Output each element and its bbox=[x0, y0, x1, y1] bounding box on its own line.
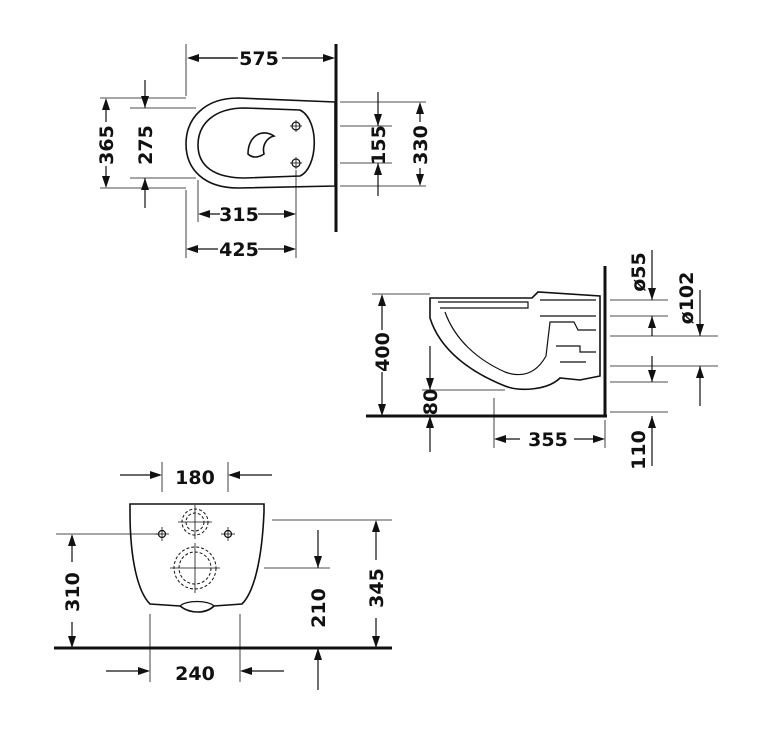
dim-345-label: 345 bbox=[366, 568, 388, 608]
dim-425-label: 425 bbox=[219, 239, 259, 261]
dim-240-label: 240 bbox=[175, 663, 215, 685]
dim-575-label: 575 bbox=[239, 48, 279, 70]
front-view: 180 310 210 345 240 bbox=[54, 462, 392, 690]
dim-330-label: 330 bbox=[410, 125, 432, 165]
dim-355-label: 355 bbox=[528, 429, 568, 451]
dim-80-label: 80 bbox=[420, 389, 442, 415]
side-view-outlet bbox=[556, 345, 596, 363]
dim-400-label: 400 bbox=[372, 332, 394, 372]
side-view-trapway bbox=[444, 311, 596, 376]
front-view-outlet bbox=[170, 543, 220, 593]
side-view-inlet bbox=[540, 299, 596, 317]
top-view-fixing-holes bbox=[290, 120, 302, 169]
front-view-bottom-outlet bbox=[179, 600, 215, 607]
dim-55-label: ø55 bbox=[628, 252, 650, 292]
side-view-rim bbox=[438, 301, 529, 309]
dim-180-label: 180 bbox=[175, 467, 215, 489]
dim-102-label: ø102 bbox=[676, 272, 698, 325]
side-view: 400 80 355 ø55 ø102 bbox=[366, 250, 718, 470]
dim-210-label: 210 bbox=[308, 588, 330, 628]
top-view-flush-outlet bbox=[247, 132, 276, 158]
top-view: 575 365 275 155 330 bbox=[96, 44, 432, 261]
dim-365-label: 365 bbox=[96, 125, 118, 165]
dim-315-label: 315 bbox=[219, 204, 259, 226]
dim-155-label: 155 bbox=[368, 125, 390, 165]
dim-110-label: 110 bbox=[628, 430, 650, 470]
dim-275-label: 275 bbox=[135, 125, 157, 165]
front-view-bowl-outline bbox=[129, 503, 265, 613]
front-view-inlet bbox=[178, 505, 212, 539]
dim-310-label: 310 bbox=[62, 572, 84, 612]
